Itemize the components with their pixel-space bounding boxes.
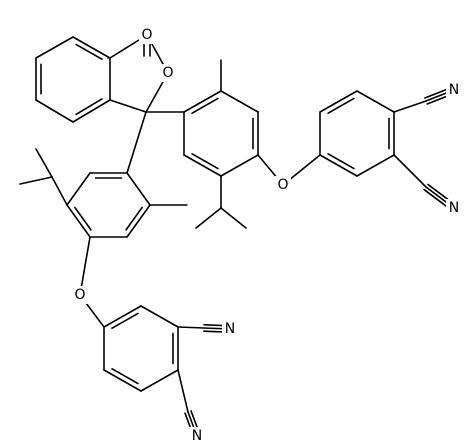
nitrile-n-left-upper-label: N [225, 321, 235, 337]
ether-oxygen-left-atom: O [72, 286, 88, 304]
nitrile-n-right-lower-atom: N [446, 199, 462, 217]
nitrile-n-right-lower-label: N [449, 200, 459, 216]
single-bond [72, 36, 111, 59]
single-bond [319, 90, 358, 113]
single-bond [356, 90, 395, 113]
single-bond [140, 305, 179, 328]
double-bond-inner [75, 43, 103, 60]
single-bond [103, 305, 142, 328]
single-bond [183, 90, 222, 113]
single-bond [126, 204, 151, 238]
double-bond-inner [125, 206, 143, 231]
carbonyl-oxygen-label: O [141, 27, 152, 43]
single-bond [19, 176, 53, 185]
double-bond-inner [327, 153, 355, 170]
atom-labels: O O O O N N N N [72, 26, 462, 445]
single-bond [319, 154, 358, 177]
bond-lines [19, 34, 457, 438]
single-bond [126, 111, 147, 174]
lactone-oxygen-atom: O [160, 64, 176, 82]
double-bond-inner [111, 368, 139, 385]
lactone-oxygen-label: O [162, 65, 173, 81]
single-bond [72, 99, 111, 123]
nitrile-n-left-lower-label: N [192, 428, 202, 444]
single-bond [103, 369, 142, 392]
single-bond [183, 154, 222, 177]
single-bond [35, 99, 74, 123]
nitrile-n-right-upper-label: N [449, 82, 459, 98]
single-bond [35, 148, 53, 178]
single-bond [126, 172, 151, 206]
single-bond [66, 204, 91, 238]
single-bond [356, 154, 395, 177]
single-bond [177, 369, 189, 413]
ether-oxygen-right-atom: O [275, 176, 291, 194]
single-bond [140, 369, 179, 392]
ether-oxygen-left-label: O [74, 287, 85, 303]
single-bond [109, 99, 147, 113]
nitrile-n-left-lower-atom: N [189, 427, 205, 445]
nitrile-n-left-upper-atom: N [222, 320, 238, 338]
single-bond [66, 172, 91, 206]
double-bond-inner [74, 206, 92, 231]
double-bond-inner [75, 98, 103, 116]
double-bond-inner [111, 312, 139, 329]
double-bond-inner [327, 97, 355, 114]
single-bond [35, 36, 74, 59]
double-bond-inner [191, 97, 219, 114]
nitrile-n-right-upper-atom: N [446, 81, 462, 99]
single-bond [51, 176, 68, 206]
single-bond [195, 207, 222, 229]
carbonyl-oxygen-atom: O [139, 26, 155, 44]
single-bond [220, 207, 247, 229]
single-bond [393, 100, 427, 113]
single-bond [177, 326, 205, 329]
single-bond [220, 90, 259, 113]
single-bond [79, 236, 91, 296]
single-bond [220, 154, 259, 177]
ether-oxygen-right-label: O [277, 177, 288, 193]
single-bond [393, 154, 427, 188]
double-bond-inner [191, 153, 219, 170]
